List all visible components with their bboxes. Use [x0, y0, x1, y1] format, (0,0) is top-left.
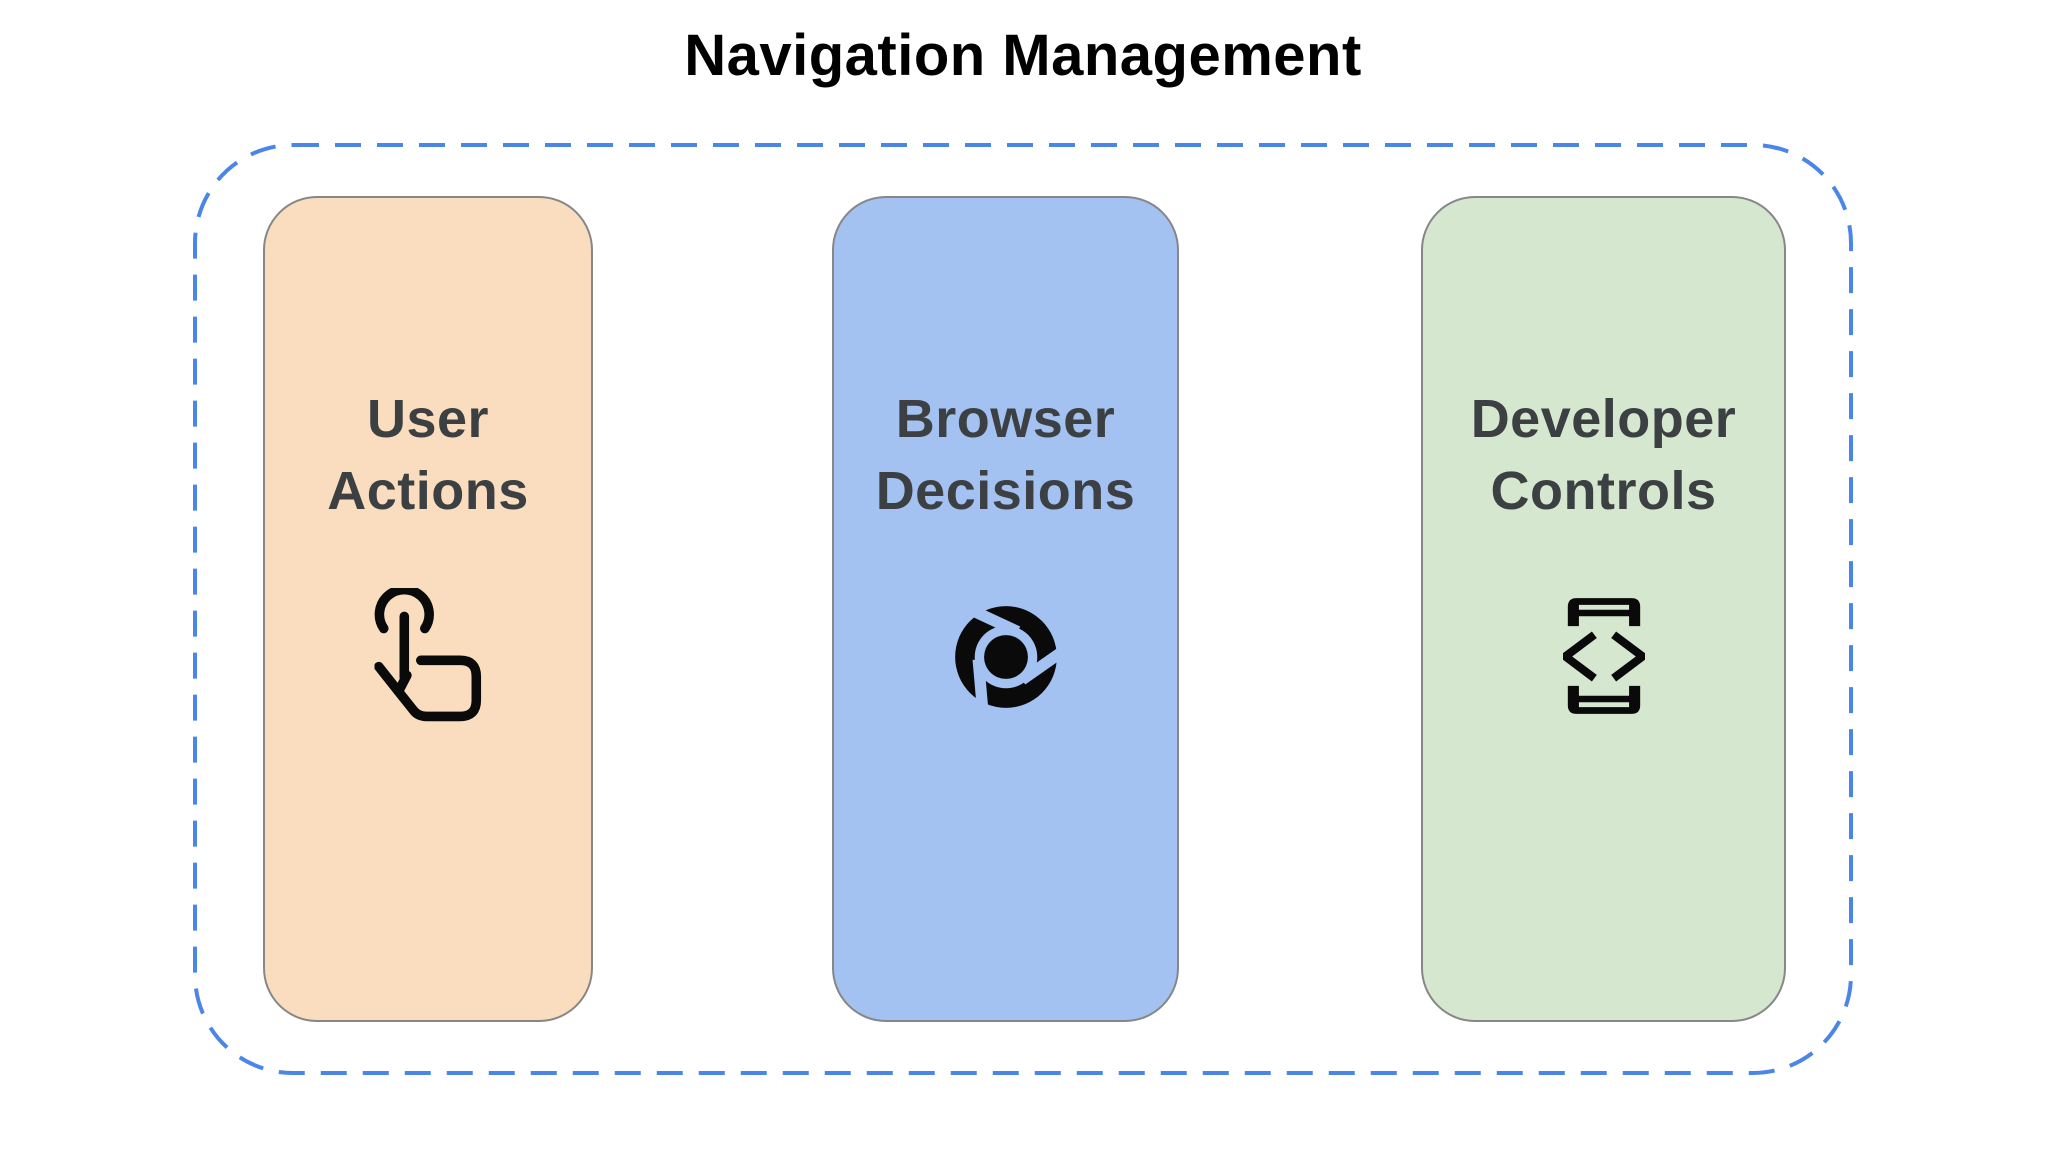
dashed-group-frame	[193, 143, 1853, 1075]
card-developer-controls: Developer Controls	[1421, 196, 1786, 1022]
page-title: Navigation Management	[684, 23, 1362, 88]
card-label: User Actions	[327, 389, 529, 521]
card-user-actions: User Actions	[263, 196, 593, 1022]
dashed-frame-border	[193, 143, 1853, 1075]
developer-mode-icon	[1562, 598, 1645, 714]
chrome-browser-icon	[949, 601, 1062, 713]
card-label: Developer Controls	[1470, 389, 1737, 521]
card-browser-decisions: Browser Decisions	[832, 196, 1179, 1022]
card-label: Browser Decisions	[875, 389, 1136, 521]
tap-gesture-icon	[374, 588, 482, 722]
